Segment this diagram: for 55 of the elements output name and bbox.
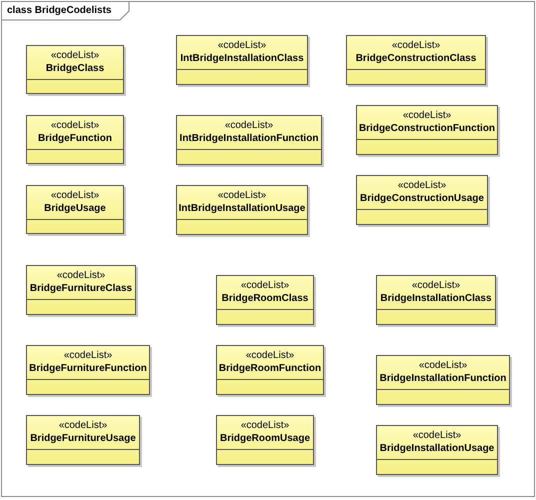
class-name: BridgeConstructionFunction	[358, 123, 496, 134]
stereotype-label: «codeList»	[396, 180, 448, 191]
class-box	[376, 275, 496, 325]
class-box	[26, 115, 124, 164]
stereotype-label: «codeList»	[390, 40, 442, 51]
stereotype-label: «codeList»	[50, 190, 100, 201]
class-name: BridgeFurnitureFunction	[28, 363, 148, 374]
class-box	[176, 35, 308, 85]
stereotype-label: «codeList»	[50, 120, 100, 131]
class-box	[26, 45, 124, 94]
stereotype-label: «codeList»	[216, 190, 268, 201]
class-name: BridgeClass	[44, 63, 106, 74]
frame-title: class BridgeCodelists	[7, 5, 112, 16]
class-box	[216, 415, 314, 465]
class-box	[176, 185, 308, 235]
class-name: BridgeRoomUsage	[218, 433, 311, 444]
class-name: BridgeConstructionUsage	[359, 193, 485, 204]
class-name: IntBridgeInstallationFunction	[178, 133, 320, 144]
class-name: BridgeConstructionClass	[354, 53, 478, 64]
stereotype-label: «codeList»	[244, 350, 296, 361]
class-name: BridgeRoomFunction	[218, 363, 322, 374]
class-name: BridgeInstallationFunction	[378, 373, 508, 384]
class-name: BridgeUsage	[43, 203, 107, 214]
class-name: BridgeRoomClass	[220, 293, 310, 304]
stereotype-label: «codeList»	[240, 280, 290, 291]
class-box	[376, 355, 510, 405]
class-box	[26, 265, 136, 315]
class-box	[26, 185, 124, 234]
class-name: BridgeInstallationUsage	[378, 443, 496, 454]
class-box	[26, 345, 150, 395]
class-box	[216, 275, 314, 325]
stereotype-label: «codeList»	[224, 120, 274, 131]
stereotype-label: «codeList»	[402, 110, 452, 121]
stereotype-label: «codeList»	[50, 50, 100, 61]
stereotype-label: «codeList»	[412, 430, 462, 441]
class-name: BridgeFunction	[37, 133, 113, 144]
class-box	[26, 415, 140, 465]
class-name: IntBridgeInstallationUsage	[178, 203, 306, 214]
class-name: BridgeFurnitureClass	[28, 283, 134, 294]
stereotype-label: «codeList»	[240, 420, 290, 431]
class-box	[376, 425, 498, 475]
class-box	[346, 35, 486, 85]
stereotype-label: «codeList»	[56, 270, 106, 281]
stereotype-label: «codeList»	[216, 40, 268, 51]
class-name: BridgeFurnitureUsage	[29, 433, 137, 444]
class-name: BridgeInstallationClass	[379, 293, 493, 304]
stereotype-label: «codeList»	[410, 280, 462, 291]
class-name: IntBridgeInstallationClass	[179, 53, 305, 64]
class-box	[216, 345, 324, 395]
class-box	[356, 105, 498, 155]
class-box	[356, 175, 488, 225]
class-box	[176, 115, 322, 165]
stereotype-label: «codeList»	[58, 420, 108, 431]
stereotype-label: «codeList»	[418, 360, 468, 371]
stereotype-label: «codeList»	[62, 350, 114, 361]
